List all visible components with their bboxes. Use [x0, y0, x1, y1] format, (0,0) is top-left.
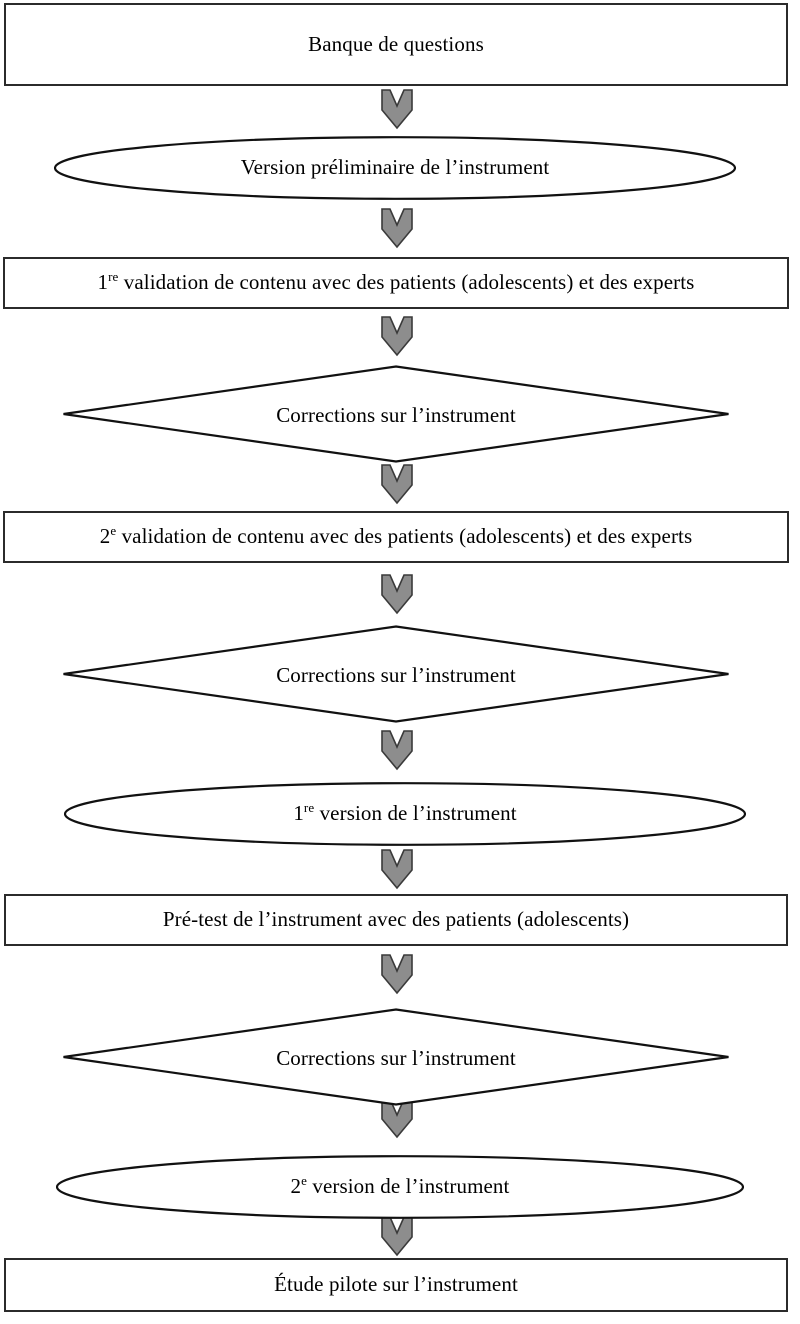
chevron-down-arrow-glyph — [381, 849, 413, 890]
node-corrections-2: Corrections sur l’instrument — [62, 625, 730, 723]
node-label: Pré-test de l’instrument avec des patien… — [162, 907, 630, 932]
ordinal-suffix: re — [108, 269, 119, 285]
chevron-down-arrow-glyph — [381, 464, 413, 505]
node-etude-pilote: Étude pilote sur l’instrument — [4, 1258, 788, 1312]
diamond-shape — [63, 365, 729, 463]
node-1re-version-instrument: 1re version de l’instrument — [64, 782, 746, 846]
chevron-down-arrow — [380, 729, 414, 771]
chevron-down-arrow — [380, 1215, 414, 1257]
chevron-down-arrow — [380, 207, 414, 249]
diamond-shape — [63, 1008, 729, 1106]
chevron-down-arrow — [380, 88, 414, 130]
chevron-down-arrow-glyph — [381, 730, 413, 771]
ordinal-suffix: re — [303, 800, 315, 816]
node-corrections-3: Corrections sur l’instrument — [62, 1008, 730, 1106]
chevron-down-arrow-glyph — [381, 574, 413, 615]
node-label: 1re version de l’instrument — [293, 800, 517, 826]
node-1re-validation-contenu: 1re validation de contenu avec des patie… — [3, 257, 789, 309]
node-banque-de-questions: Banque de questions — [4, 3, 788, 86]
node-2e-validation-contenu: 2e validation de contenu avec des patien… — [3, 511, 789, 563]
chevron-down-arrow — [380, 463, 414, 505]
ordinal-suffix: e — [110, 523, 117, 539]
node-label: 2e version de l’instrument — [290, 1173, 510, 1199]
chevron-down-arrow-glyph — [381, 208, 413, 249]
chevron-down-arrow — [380, 573, 414, 615]
chevron-down-arrow-glyph — [381, 954, 413, 995]
node-label: Corrections sur l’instrument — [276, 403, 516, 428]
node-2e-version-instrument: 2e version de l’instrument — [56, 1155, 744, 1219]
node-label: 2e validation de contenu avec des patien… — [99, 523, 693, 549]
chevron-down-arrow-glyph — [381, 89, 413, 130]
node-label: Corrections sur l’instrument — [276, 1046, 516, 1071]
diamond-shape — [63, 625, 729, 723]
chevron-down-arrow — [380, 953, 414, 995]
chevron-down-arrow — [380, 848, 414, 890]
node-label: Banque de questions — [308, 31, 484, 56]
ellipse-shape — [64, 782, 746, 846]
node-label: Étude pilote sur l’instrument — [274, 1272, 518, 1297]
node-corrections-1: Corrections sur l’instrument — [62, 365, 730, 463]
node-label: Version préliminaire de l’instrument — [240, 155, 550, 180]
node-pre-test-instrument: Pré-test de l’instrument avec des patien… — [4, 894, 788, 946]
ellipse-shape — [54, 136, 736, 200]
chevron-down-arrow-glyph — [381, 316, 413, 357]
node-version-preliminaire: Version préliminaire de l’instrument — [54, 136, 736, 200]
ordinal-suffix: e — [301, 1173, 308, 1189]
chevron-down-arrow — [380, 315, 414, 357]
chevron-down-arrow-glyph — [381, 1216, 413, 1257]
node-label: 1re validation de contenu avec des patie… — [97, 269, 695, 295]
node-label: Corrections sur l’instrument — [276, 663, 516, 688]
ellipse-shape — [56, 1155, 744, 1219]
